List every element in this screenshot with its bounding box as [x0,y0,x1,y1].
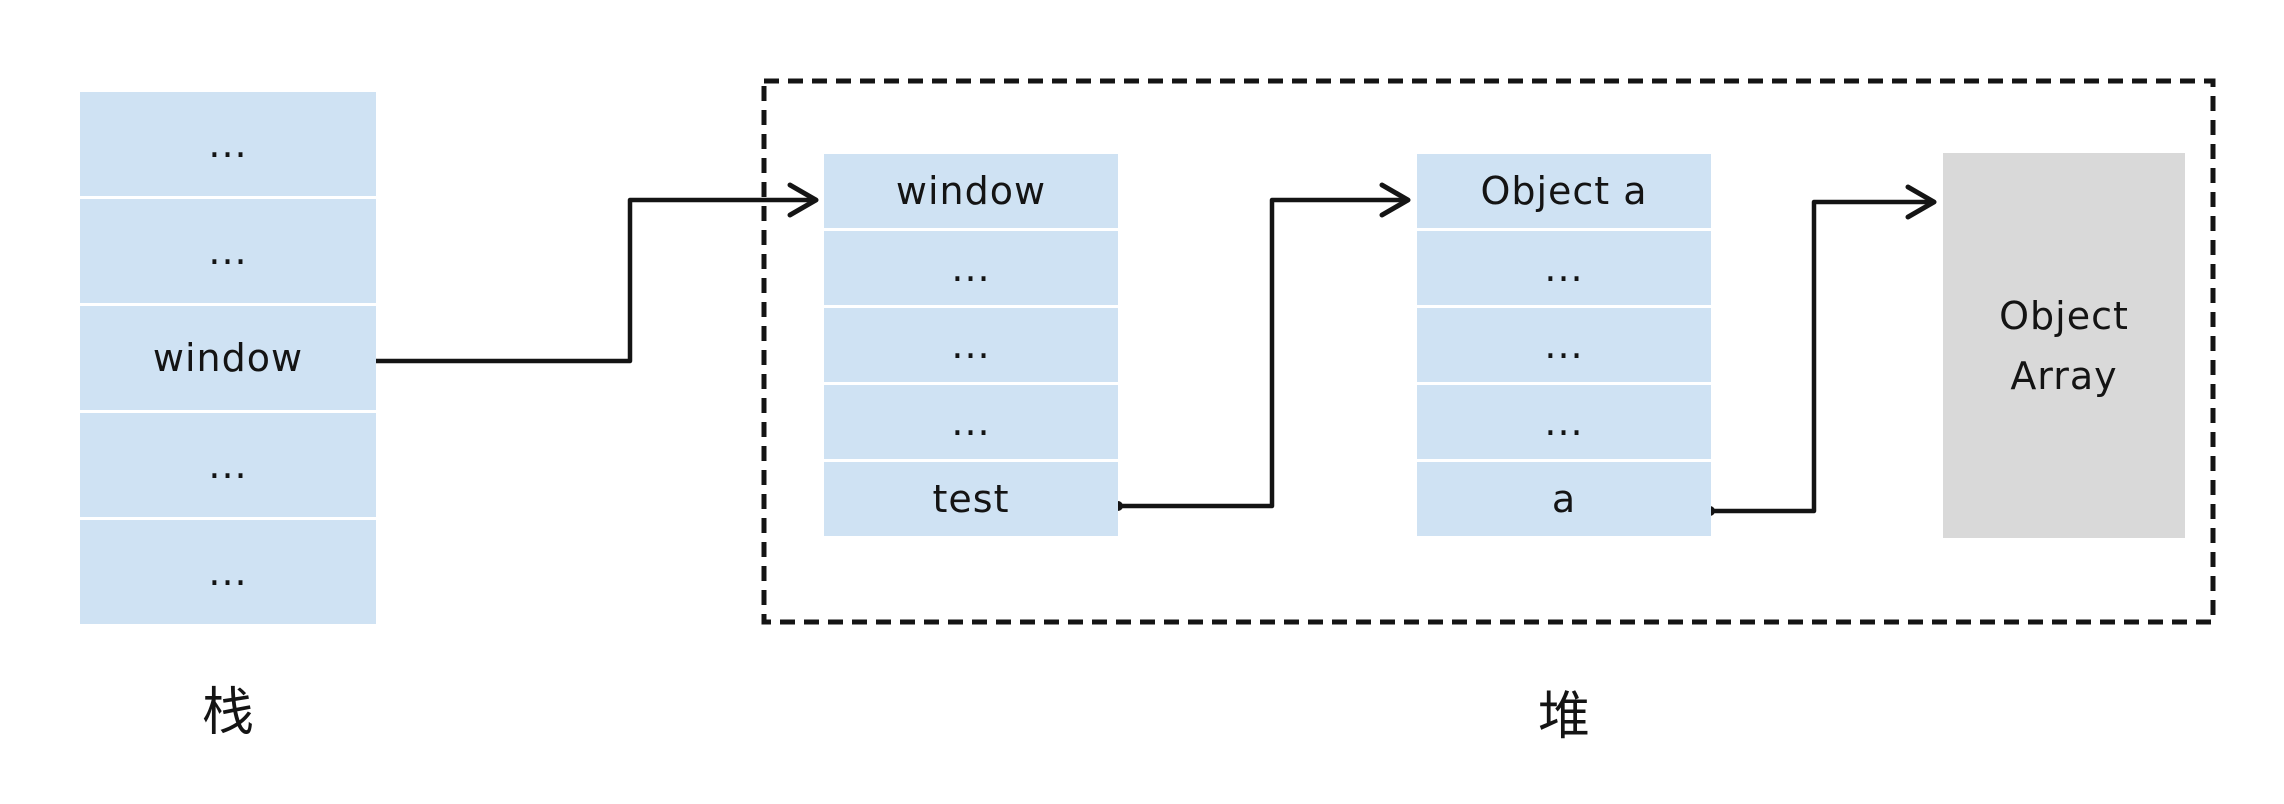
memory-cell: ... [80,92,376,196]
object-array-label-line1: Object [1999,293,2129,338]
memory-cell: ... [80,520,376,624]
memory-cell: window [824,154,1118,228]
memory-cell: ... [80,413,376,517]
heap-object-a-table: Object a.........a [1417,154,1711,536]
arrow-test-property-to-object-a [1113,182,1411,511]
object-array-box: Object Array [1943,153,2185,538]
arrowhead-icon [1379,182,1411,218]
arrowhead-icon [787,182,819,218]
memory-cell: a [1417,462,1711,536]
object-array-label-line2: Array [2010,353,2118,398]
arrowhead-icon [1905,184,1937,220]
memory-cell: ... [824,385,1118,459]
memory-cell: ... [824,308,1118,382]
memory-cell: Object a [1417,154,1711,228]
heap-label: 堆 [1537,687,1590,747]
stack-label: 栈 [201,683,254,743]
memory-cell: ... [1417,231,1711,305]
memory-cell: window [80,306,376,410]
arrow-stack-window-to-heap-window-object [312,182,819,366]
memory-cell: ... [1417,308,1711,382]
arrow-a-property-to-object-array [1705,184,1937,516]
memory-cell: ... [824,231,1118,305]
memory-cell: ... [1417,385,1711,459]
heap-window-object-table: window.........test [824,154,1118,536]
memory-cell: test [824,462,1118,536]
memory-cell: ... [80,199,376,303]
stack-table: ......window...... [80,92,376,624]
